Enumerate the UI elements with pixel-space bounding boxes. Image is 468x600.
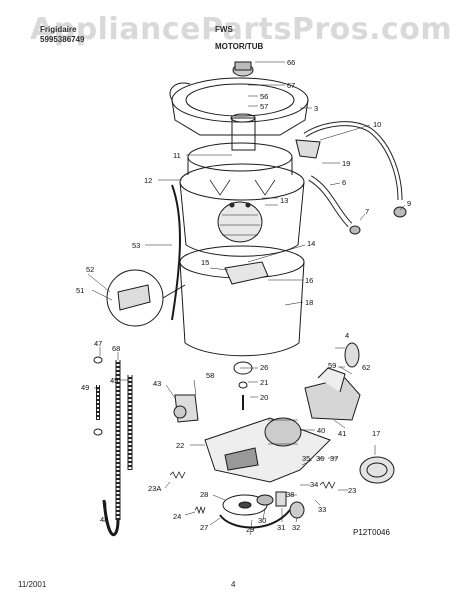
part-label: 16 — [305, 276, 313, 285]
part-label: 45 — [110, 376, 118, 385]
drive-motor — [264, 417, 302, 447]
part-label: 68 — [112, 344, 120, 353]
pump-cover — [359, 456, 395, 484]
part-label: 58 — [206, 371, 214, 380]
part-label: 43 — [153, 379, 161, 388]
part-label: 30 — [258, 516, 266, 525]
part-label: 23 — [348, 486, 356, 495]
part-label: 34 — [310, 480, 318, 489]
part-label: 4 — [345, 331, 349, 340]
part-label: 13 — [280, 196, 288, 205]
header-publication: 5995386749 — [40, 35, 85, 44]
part-label: 38 — [286, 490, 294, 499]
part-label: 11 — [173, 151, 181, 160]
footer-date: 11/2001 — [18, 580, 47, 589]
part-label: 17 — [372, 429, 380, 438]
header-section: MOTOR/TUB — [215, 42, 264, 51]
part-label: 18 — [305, 298, 313, 307]
part-label: 66 — [287, 58, 295, 67]
part-label: 22 — [176, 441, 184, 450]
part-label: 57 — [260, 102, 268, 111]
outer-tub-rim-inner — [185, 83, 295, 117]
part-label: 3 — [314, 104, 318, 113]
part-label: 27 — [200, 523, 208, 532]
part-label: 33 — [318, 505, 326, 514]
part-label: 26 — [260, 363, 268, 372]
part-label: 19 — [342, 159, 350, 168]
part-label: 9 — [407, 199, 411, 208]
part-label: 7 — [365, 207, 369, 216]
part-label: 12 — [144, 176, 152, 185]
part-label: 56 — [260, 92, 268, 101]
part-label: 52 — [86, 265, 94, 274]
part-label: 67 — [287, 81, 295, 90]
part-label: 15 — [201, 258, 209, 267]
agitator-barrel — [231, 117, 256, 151]
part-label: 37 — [330, 454, 338, 463]
part-label: 53 — [132, 241, 140, 250]
part-label: 28 — [200, 490, 208, 499]
outer-tub-lip — [169, 82, 191, 101]
part-label: 31 — [277, 523, 285, 532]
footer-page: 4 — [231, 580, 236, 589]
part-label: 40 — [317, 426, 325, 435]
part-label: 47 — [94, 339, 102, 348]
part-label: 24 — [173, 512, 181, 521]
part-label: 49 — [81, 383, 89, 392]
agitator-base — [217, 201, 263, 243]
part-label: 14 — [307, 239, 315, 248]
part-label: 35 — [302, 454, 310, 463]
part-label: 36 — [316, 454, 324, 463]
part-label: 41 — [338, 429, 346, 438]
header-model-prefix: FWS — [215, 25, 233, 34]
suspension-rod — [171, 184, 181, 321]
spin-basket-top — [179, 163, 305, 201]
part-label: 62 — [362, 363, 370, 372]
header-brand: Frigidaire — [40, 25, 77, 34]
part-label: 29 — [246, 525, 254, 534]
part-label: 6 — [342, 178, 346, 187]
part-label: 51 — [76, 286, 84, 295]
part-label: 10 — [373, 120, 381, 129]
part-label: 48 — [100, 515, 108, 524]
part-labels: 66 67 56 57 3 10 11 19 6 12 13 7 9 53 14… — [76, 58, 411, 534]
part-label: 23A — [148, 484, 161, 493]
part-label: 32 — [292, 523, 300, 532]
part-label: 21 — [260, 378, 268, 387]
part-label: 59 — [328, 361, 336, 370]
diagram-code: P12T0046 — [353, 528, 390, 537]
watermark: AppliancePartsPros.com — [30, 12, 453, 47]
spin-basket — [179, 181, 305, 246]
part-label: 20 — [260, 393, 268, 402]
